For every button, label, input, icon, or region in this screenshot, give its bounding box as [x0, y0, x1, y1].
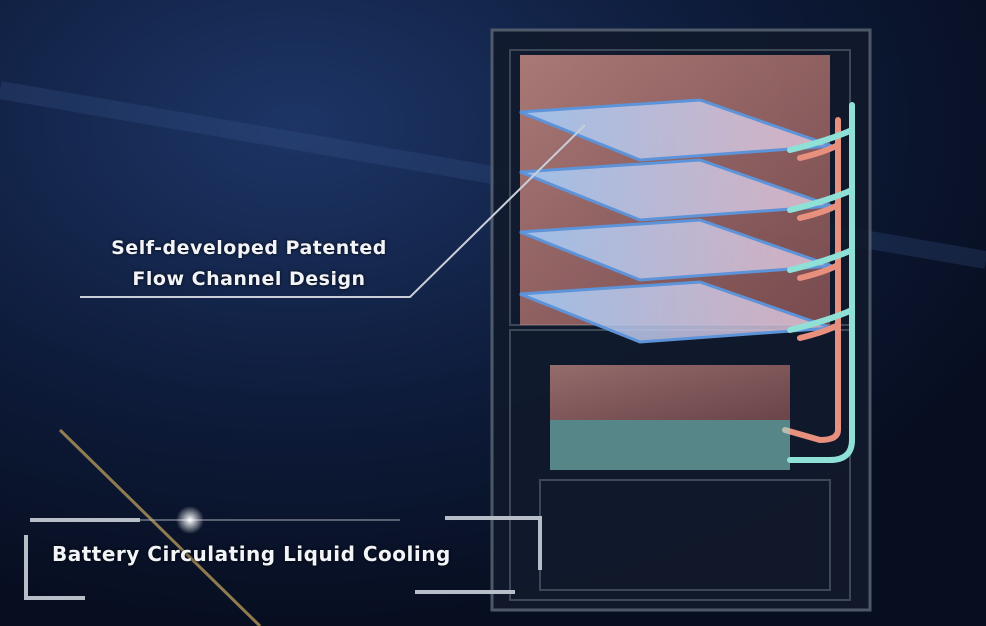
gold-light-beam	[58, 428, 262, 626]
lower-module-hot	[550, 365, 790, 420]
lower-module-cool	[550, 420, 790, 470]
callout-line-2: Flow Channel Design	[132, 268, 366, 290]
cooling-plates	[519, 98, 833, 344]
callout-label: Self-developed Patented Flow Channel Des…	[84, 233, 414, 295]
cabinet	[490, 28, 872, 612]
callout-line-1: Self-developed Patented	[111, 237, 387, 259]
callout-leader-line	[80, 124, 586, 298]
caption-title: Battery Circulating Liquid Cooling	[52, 542, 451, 566]
coolant-pipes	[782, 102, 855, 463]
lens-flare	[176, 506, 204, 534]
